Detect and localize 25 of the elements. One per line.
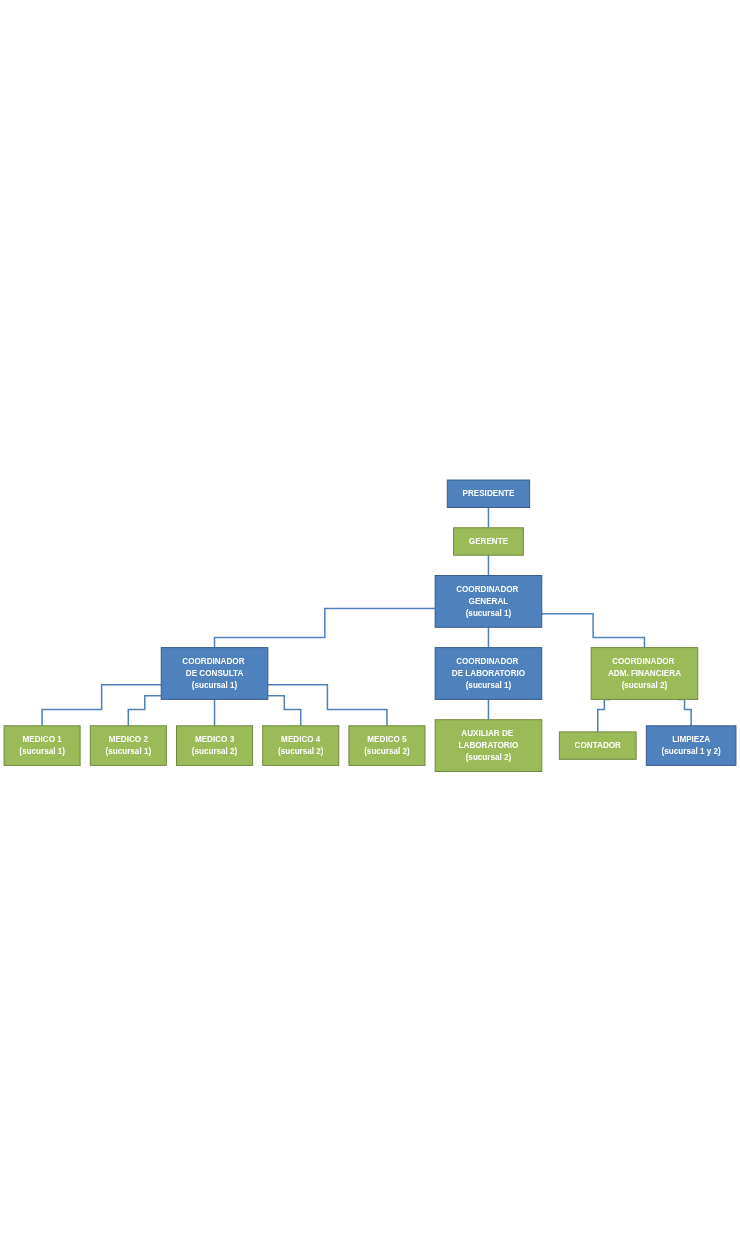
- node-box: MEDICO 3 (sucursal 2): [176, 725, 254, 766]
- node-box: MEDICO 4 (sucursal 2): [262, 725, 340, 766]
- connector: [127, 694, 162, 727]
- node-box: MEDICO 2 (sucursal 1): [89, 725, 167, 766]
- node-box: CONTADOR: [558, 731, 637, 760]
- connector: [487, 698, 490, 721]
- node-box: COORDINADOR DE LABORATORIO (sucursal 1): [434, 646, 543, 700]
- connector: [41, 683, 162, 727]
- connector: [213, 607, 436, 649]
- node-box: MEDICO 1 (sucursal 1): [3, 725, 81, 766]
- node-box: COORDINADOR DE CONSULTA (sucursal 1): [160, 646, 269, 700]
- connector: [267, 694, 302, 727]
- connector: [267, 683, 388, 727]
- node-box: AUXILIAR DE LABORATORIO (sucursal 2): [434, 718, 543, 772]
- node-box: COORDINADOR ADM. FINANCIERA (sucursal 2): [590, 646, 699, 700]
- node-box: MEDICO 5 (sucursal 2): [348, 725, 426, 766]
- node-box: PRESIDENTE: [446, 479, 531, 508]
- connector: [213, 698, 216, 727]
- connector: [487, 506, 490, 529]
- connector: [487, 626, 490, 649]
- connector: [487, 554, 490, 576]
- node-box: GERENTE: [453, 527, 524, 556]
- node-box: COORDINADOR GENERAL (sucursal 1): [434, 574, 543, 628]
- node-box: LIMPIEZA (sucursal 1 y 2): [645, 725, 737, 766]
- connector: [541, 612, 646, 649]
